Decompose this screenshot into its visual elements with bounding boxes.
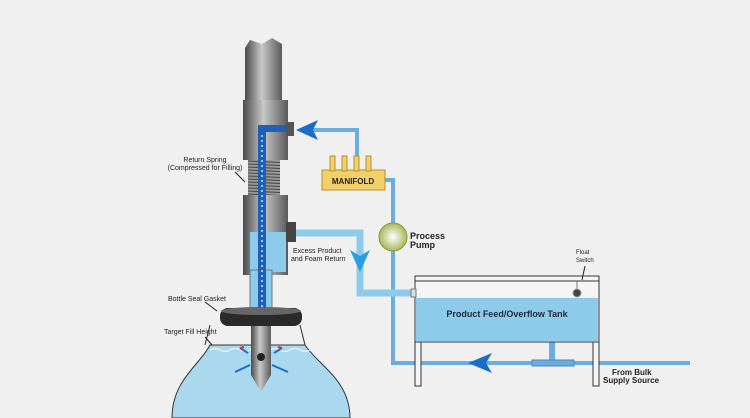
label-gasket: Bottle Seal Gasket [168,296,226,303]
callout-gasket [204,301,218,312]
tank-leg-right [592,339,600,387]
label-supply-source: Supply Source [603,376,660,385]
manifold-label: MANIFOLD [332,177,374,186]
supply-arrow-icon [468,353,492,373]
feed-arrow-icon [296,120,318,140]
inner-tube-top-bend [258,125,286,132]
inner-tube [258,125,266,310]
callout-spring [234,171,246,183]
callout-float [581,265,586,281]
tank-liquid [416,298,598,341]
return-port [286,222,296,242]
bottle-neck-right [299,324,306,346]
inflow-arrows [239,346,283,349]
label-return-spring: Return Spring [183,157,226,164]
process-pump [378,222,408,252]
tank-inlet-tee [531,359,575,367]
tank-leg-left [414,339,422,387]
label-from-bulk: From Bulk [612,368,652,377]
column-top-rod [245,38,282,100]
return-arrow-icon [350,250,370,272]
tank-inlet-stem [549,342,555,362]
bottle-neck-left [204,324,211,346]
label-switch: Switch [576,258,594,264]
lower-liquid-chamber [250,232,286,272]
label-tank: Product Feed/Overflow Tank [446,309,568,319]
label-pump: Pump [410,240,436,250]
label-return-spring-sub: (Compressed for Filling) [168,165,243,172]
flow-arrows [234,347,289,373]
callout-fill [204,336,213,346]
manifold [321,155,386,191]
float-switch [572,288,582,298]
upper-port [286,122,294,136]
tank-inlet-port [410,288,417,298]
label-process: Process [410,231,445,241]
label-fill-height: Target Fill Height [164,329,217,336]
gasket-top [221,307,301,315]
label-excess-product: Excess Product [293,248,342,255]
label-foam-return: and Foam Return [291,256,346,263]
label-float: Float [576,250,590,256]
nozzle-vent [257,353,265,361]
